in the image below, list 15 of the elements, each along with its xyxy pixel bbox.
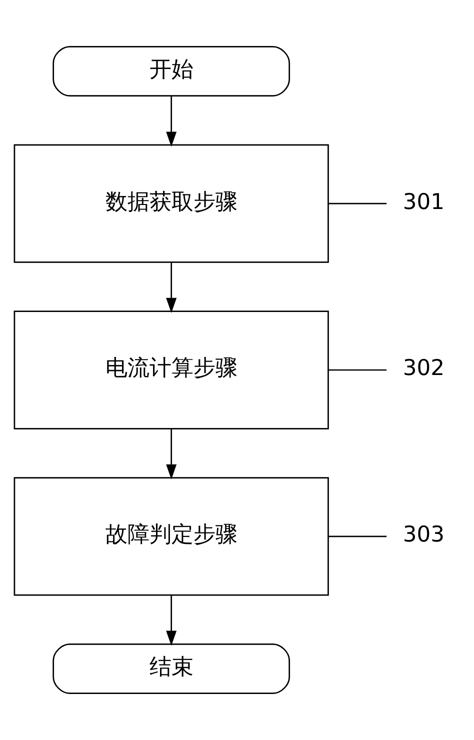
arrow xyxy=(166,96,176,147)
node-box: 开始 xyxy=(52,46,290,96)
arrow xyxy=(166,262,176,313)
connector xyxy=(328,202,386,204)
node-box: 数据获取步骤 xyxy=(13,144,328,263)
node-text: 303 xyxy=(402,522,444,548)
arrow xyxy=(166,429,176,480)
node-text: 302 xyxy=(402,356,444,382)
node-text: 301 xyxy=(402,190,444,215)
node-box: 故障判定步骤 xyxy=(13,477,328,596)
connector xyxy=(328,536,386,538)
node-box: 电流计算步骤 xyxy=(13,310,328,430)
arrow xyxy=(166,595,176,646)
node-box: 结束 xyxy=(52,644,290,694)
connector xyxy=(328,369,386,371)
